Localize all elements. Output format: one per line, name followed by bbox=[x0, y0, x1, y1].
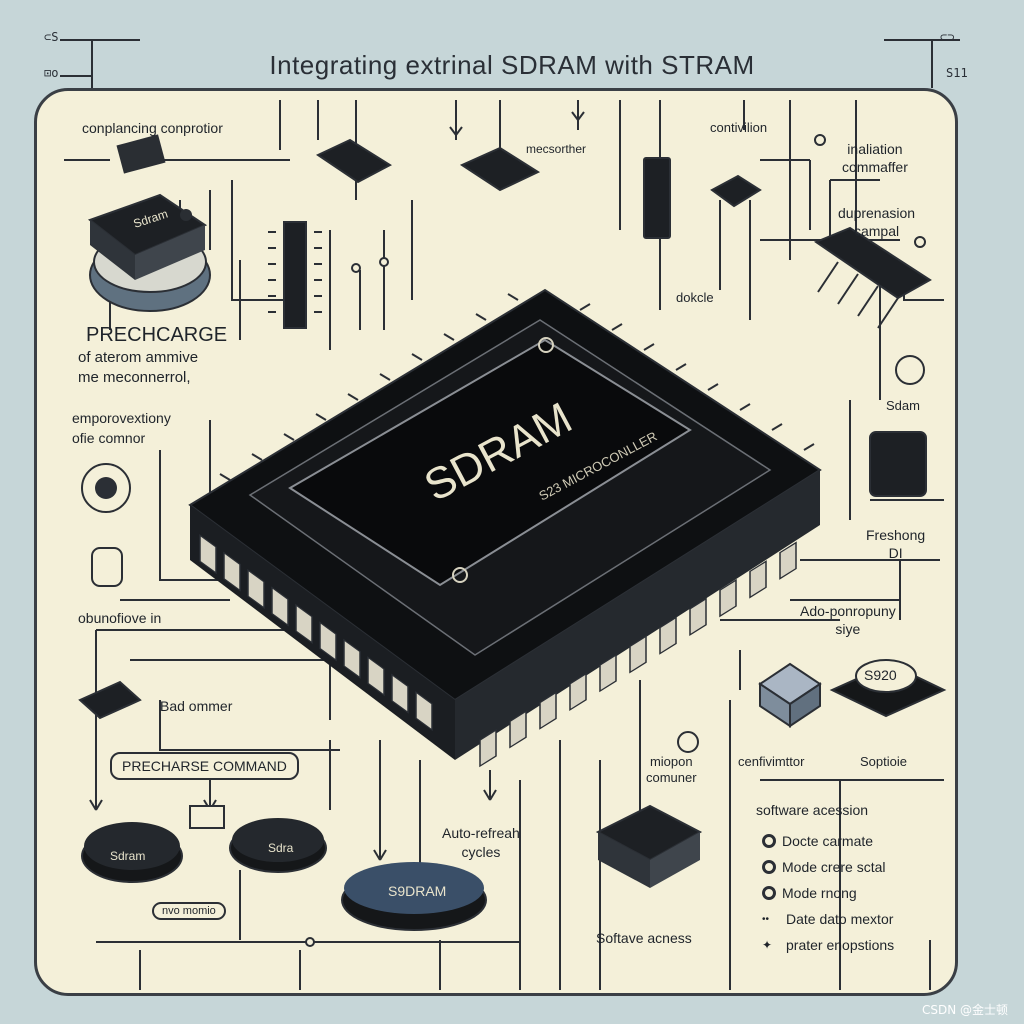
label-precharse-command: PRECHARSE COMMAND bbox=[110, 752, 299, 780]
label-ado-ponropuny: Ado-ponropuny siye bbox=[800, 603, 896, 638]
star-bullet-icon: ✦ bbox=[762, 938, 773, 952]
label-emporovextiony: emporovextiony ofie comnor bbox=[72, 410, 171, 447]
label-softave-acness: Softave acness bbox=[596, 930, 692, 946]
corner-mark-top-left: ⊂S bbox=[44, 30, 59, 44]
label-obunofiove: obunofiove in bbox=[78, 610, 162, 626]
disc-chip-left-label: Sdram bbox=[110, 849, 145, 863]
label-miopon: miopon comuner bbox=[646, 754, 697, 785]
ring-bullet-icon bbox=[762, 886, 776, 900]
label-conplancing: conplancing conprotior bbox=[82, 120, 223, 136]
software-list-item-label: prater enopstions bbox=[786, 937, 895, 953]
software-list-item-label: Mode crere sctal bbox=[782, 859, 886, 875]
label-cenfivimttor: cenfivimttor bbox=[738, 754, 805, 769]
label-auto-refreah: Auto-refreah cycles bbox=[442, 825, 520, 860]
label-bad-ommer: Bad ommer bbox=[160, 698, 233, 714]
software-list-item: ✦ prater enopstions bbox=[762, 932, 894, 958]
label-mecsorther: mecsorther bbox=[526, 142, 587, 156]
label-precharge-title: PRECHCARGE bbox=[86, 324, 228, 346]
software-list-item-label: Mode rnong bbox=[782, 885, 857, 901]
label-inaliation: inaliation commaffer bbox=[842, 141, 908, 176]
software-list-item: •• Date dato mextor bbox=[762, 906, 894, 932]
label-sdam: Sdam bbox=[886, 398, 920, 413]
label-contivilion: contivilion bbox=[710, 120, 768, 135]
software-heading: software acession bbox=[756, 802, 869, 818]
ring-bullet-icon bbox=[762, 860, 776, 874]
watermark: CSDN @金士顿 bbox=[921, 1003, 1008, 1017]
label-precharge-sub: of aterom ammive me meconnerrol, bbox=[78, 349, 199, 386]
disc-chip-mid-label: Sdra bbox=[268, 841, 294, 855]
label-duprenasion: duprenasion campal bbox=[838, 205, 916, 240]
page-title: Integrating extrinal SDRAM with STRAM bbox=[269, 50, 755, 80]
dots-bullet-icon: •• bbox=[762, 913, 770, 925]
label-dokcle: dokcle bbox=[676, 290, 714, 305]
software-list-item-label: Docte carmate bbox=[782, 833, 874, 849]
software-list-item: Mode rnong bbox=[762, 880, 894, 906]
disc-chip-bottom-label: S9DRAM bbox=[388, 883, 446, 899]
ring-bullet-icon bbox=[762, 834, 776, 848]
chip-s920-label: S920 bbox=[864, 667, 897, 683]
software-list-item-label: Date dato mextor bbox=[786, 911, 894, 927]
label-soptioie: Soptioie bbox=[860, 754, 907, 769]
software-list-item: Docte carmate bbox=[762, 828, 894, 854]
software-list-item: Mode crere sctal bbox=[762, 854, 894, 880]
label-nvo-momio: nvo momio bbox=[152, 902, 226, 920]
corner-mark-top-left-2: ⊡o bbox=[44, 66, 59, 80]
label-freshong: Freshong DI bbox=[866, 527, 926, 562]
corner-mark-top-right-2: S11 bbox=[946, 66, 968, 80]
